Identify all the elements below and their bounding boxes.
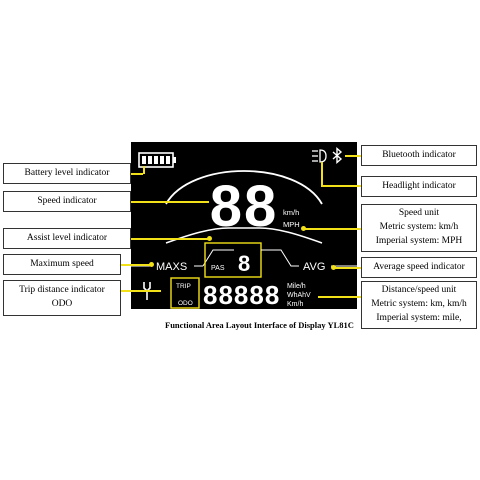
headlight-leader-v xyxy=(321,162,323,186)
trip-odo-callout: Trip distance indicator ODO xyxy=(3,280,121,316)
trip-odo-box xyxy=(170,277,200,309)
assist-leader xyxy=(131,238,209,240)
battery-level-callout: Battery level indicator xyxy=(3,163,131,184)
distance-unit-imperial: Imperial system: mile, xyxy=(376,312,462,323)
battery-level-label: Battery level indicator xyxy=(24,167,110,178)
trip-leader xyxy=(121,290,161,292)
speed-indicator-callout: Speed indicator xyxy=(3,191,131,212)
display-graphics: 88 km/h MPH MAXS PAS 8 AVG TRIP ODO 8888… xyxy=(131,146,357,309)
avg-label: AVG xyxy=(303,261,325,273)
speed-indicator-label: Speed indicator xyxy=(37,195,97,206)
unit-whahv: WhAhV xyxy=(287,292,311,299)
bluetooth-icon xyxy=(332,146,343,165)
headlight-label: Headlight indicator xyxy=(382,180,456,191)
assist-dot xyxy=(207,236,212,241)
maximum-speed-callout: Maximum speed xyxy=(3,254,121,275)
speed-unit-imperial: Imperial system: MPH xyxy=(375,235,463,246)
average-speed-callout: Average speed indicator xyxy=(361,257,477,278)
pas-label: PAS xyxy=(211,265,225,272)
speed-unit-callout: Speed unit Metric system: km/h Imperial … xyxy=(361,204,477,252)
battery-bar xyxy=(142,156,146,164)
distance-unit-callout: Distance/speed unit Metric system: km, k… xyxy=(361,281,477,329)
trip-distance-label: Trip distance indicator xyxy=(19,285,105,296)
bluetooth-callout: Bluetooth indicator xyxy=(361,145,477,166)
speed-arc xyxy=(165,170,323,205)
battery-bar xyxy=(148,156,152,164)
lcd-display: 88 km/h MPH MAXS PAS 8 AVG TRIP ODO 8888… xyxy=(131,142,357,309)
unit-kmh: km/h xyxy=(283,208,299,217)
assist-level-callout: Assist level indicator xyxy=(3,228,131,249)
battery-bar xyxy=(160,156,164,164)
average-speed-label: Average speed indicator xyxy=(373,261,465,272)
assist-level-label: Assist level indicator xyxy=(26,232,108,243)
maxs-leader xyxy=(121,264,151,266)
unit-mph: MPH xyxy=(283,220,300,229)
battery-leader-v xyxy=(143,166,145,174)
maxs-label: MAXS xyxy=(156,261,187,273)
pas-box xyxy=(204,242,262,278)
speed-unit-metric: Metric system: km/h xyxy=(379,222,459,233)
speed-unit-leader xyxy=(303,228,361,230)
distance-leader xyxy=(318,296,361,298)
speed-leader xyxy=(131,201,209,203)
battery-icon xyxy=(138,152,176,168)
bluetooth-leader xyxy=(345,155,361,157)
maxs-dot xyxy=(149,262,154,267)
maximum-speed-label: Maximum speed xyxy=(30,258,94,269)
odo-display-label: ODO xyxy=(178,300,193,307)
headlight-leader xyxy=(321,185,361,187)
unit-mile-h: Mile/h xyxy=(287,283,306,290)
dome-separator xyxy=(165,227,323,244)
battery-bar xyxy=(166,156,170,164)
avg-dot xyxy=(331,265,336,270)
bluetooth-label: Bluetooth indicator xyxy=(382,149,456,160)
battery-leader xyxy=(131,173,143,175)
odometer-digits: 88888 xyxy=(203,280,280,309)
pas-digit: 8 xyxy=(238,251,250,276)
trip-label: TRIP xyxy=(176,283,191,290)
distance-unit-metric: Metric system: km, km/h xyxy=(371,299,467,310)
diagram-caption: Functional Area Layout Interface of Disp… xyxy=(165,320,354,330)
speed-unit-dot xyxy=(301,226,306,231)
unit-km-h: Km/h xyxy=(287,301,303,308)
battery-bar xyxy=(154,156,158,164)
headlight-callout: Headlight indicator xyxy=(361,176,477,197)
speed-digits: 88 xyxy=(210,174,279,239)
speed-unit-title: Speed unit xyxy=(398,208,440,219)
avg-leader xyxy=(333,267,361,269)
headlight-icon xyxy=(312,149,327,163)
odo-label: ODO xyxy=(51,299,73,309)
distance-unit-title: Distance/speed unit xyxy=(381,285,457,296)
